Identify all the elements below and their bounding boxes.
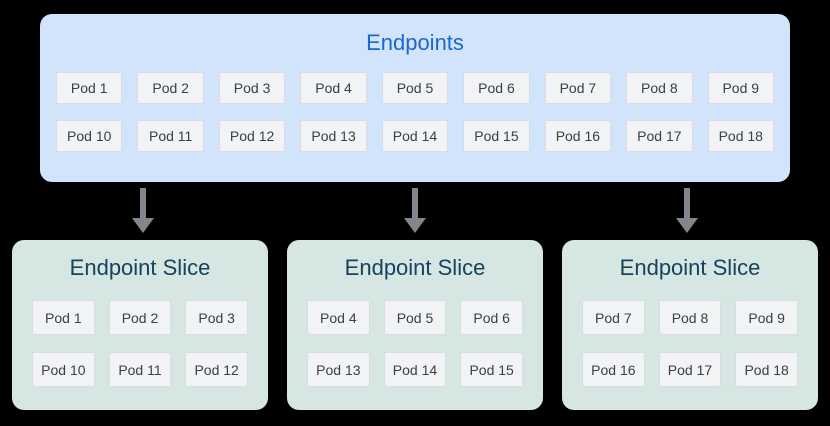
pod-chip: Pod 13	[300, 120, 367, 152]
pod-chip: Pod 3	[185, 300, 248, 335]
pod-chip: Pod 5	[381, 72, 449, 104]
arrow-shaft	[140, 188, 146, 218]
down-arrow	[676, 188, 698, 236]
pod-chip: Pod 2	[108, 300, 172, 335]
pod-chip: Pod 18	[707, 120, 774, 152]
endpoint-slice-title: Endpoint Slice	[619, 255, 761, 280]
pod-chip: Pod 15	[460, 352, 523, 387]
pod-chip: Pod 14	[383, 352, 447, 387]
arrow-head	[676, 218, 698, 233]
endpoint-slice-title: Endpoint Slice	[69, 255, 211, 280]
endpoints-box: Endpoints Pod 1 Pod 2 Pod 3 Pod 4 Pod 5 Pod 6…	[40, 14, 790, 182]
endpoint-slice-pod-grid: Pod 1 Pod 2 Pod 3 Pod 10 Pod 11 Pod 12	[32, 300, 248, 387]
pod-chip: Pod 9	[735, 300, 798, 335]
endpoints-pod-grid: Pod 1 Pod 2 Pod 3 Pod 4 Pod 5 Pod 6 Pod 7 Pod 8…	[56, 72, 774, 152]
pod-chip: Pod 1	[32, 300, 95, 335]
pod-chip: Pod 11	[137, 120, 204, 152]
pod-chip: Pod 7	[544, 72, 612, 104]
pod-chip: Pod 14	[381, 120, 449, 152]
pod-chip: Pod 4	[307, 300, 370, 335]
pod-chip: Pod 17	[626, 120, 693, 152]
pod-chip: Pod 12	[218, 120, 286, 152]
pod-chip: Pod 13	[307, 352, 370, 387]
endpoint-slice-title: Endpoint Slice	[344, 255, 486, 280]
pod-chip: Pod 10	[56, 120, 123, 152]
arrow-head	[132, 218, 154, 233]
down-arrow	[132, 188, 154, 236]
endpoints-title: Endpoints	[366, 30, 464, 55]
pod-chip: Pod 6	[463, 72, 530, 104]
pod-chip: Pod 16	[544, 120, 612, 152]
pod-chip: Pod 12	[185, 352, 248, 387]
down-arrow	[404, 188, 426, 236]
endpoint-slice-pod-grid: Pod 4 Pod 5 Pod 6 Pod 13 Pod 14 Pod 15	[307, 300, 523, 387]
pod-chip: Pod 7	[582, 300, 645, 335]
pod-chip: Pod 2	[137, 72, 204, 104]
pod-chip: Pod 8	[658, 300, 722, 335]
pod-chip: Pod 6	[460, 300, 523, 335]
arrow-shaft	[412, 188, 418, 218]
pod-chip: Pod 18	[735, 352, 798, 387]
arrow-head	[404, 218, 426, 233]
pod-chip: Pod 11	[108, 352, 172, 387]
pod-chip: Pod 15	[463, 120, 530, 152]
pod-chip: Pod 17	[658, 352, 722, 387]
pod-chip: Pod 4	[300, 72, 367, 104]
pod-chip: Pod 9	[707, 72, 774, 104]
arrow-shaft	[684, 188, 690, 218]
pod-chip: Pod 10	[32, 352, 95, 387]
pod-chip: Pod 1	[56, 72, 123, 104]
pod-chip: Pod 8	[626, 72, 693, 104]
pod-chip: Pod 16	[582, 352, 645, 387]
pod-chip: Pod 3	[218, 72, 286, 104]
pod-chip: Pod 5	[383, 300, 447, 335]
endpoint-slice-pod-grid: Pod 7 Pod 8 Pod 9 Pod 16 Pod 17 Pod 18	[582, 300, 798, 387]
